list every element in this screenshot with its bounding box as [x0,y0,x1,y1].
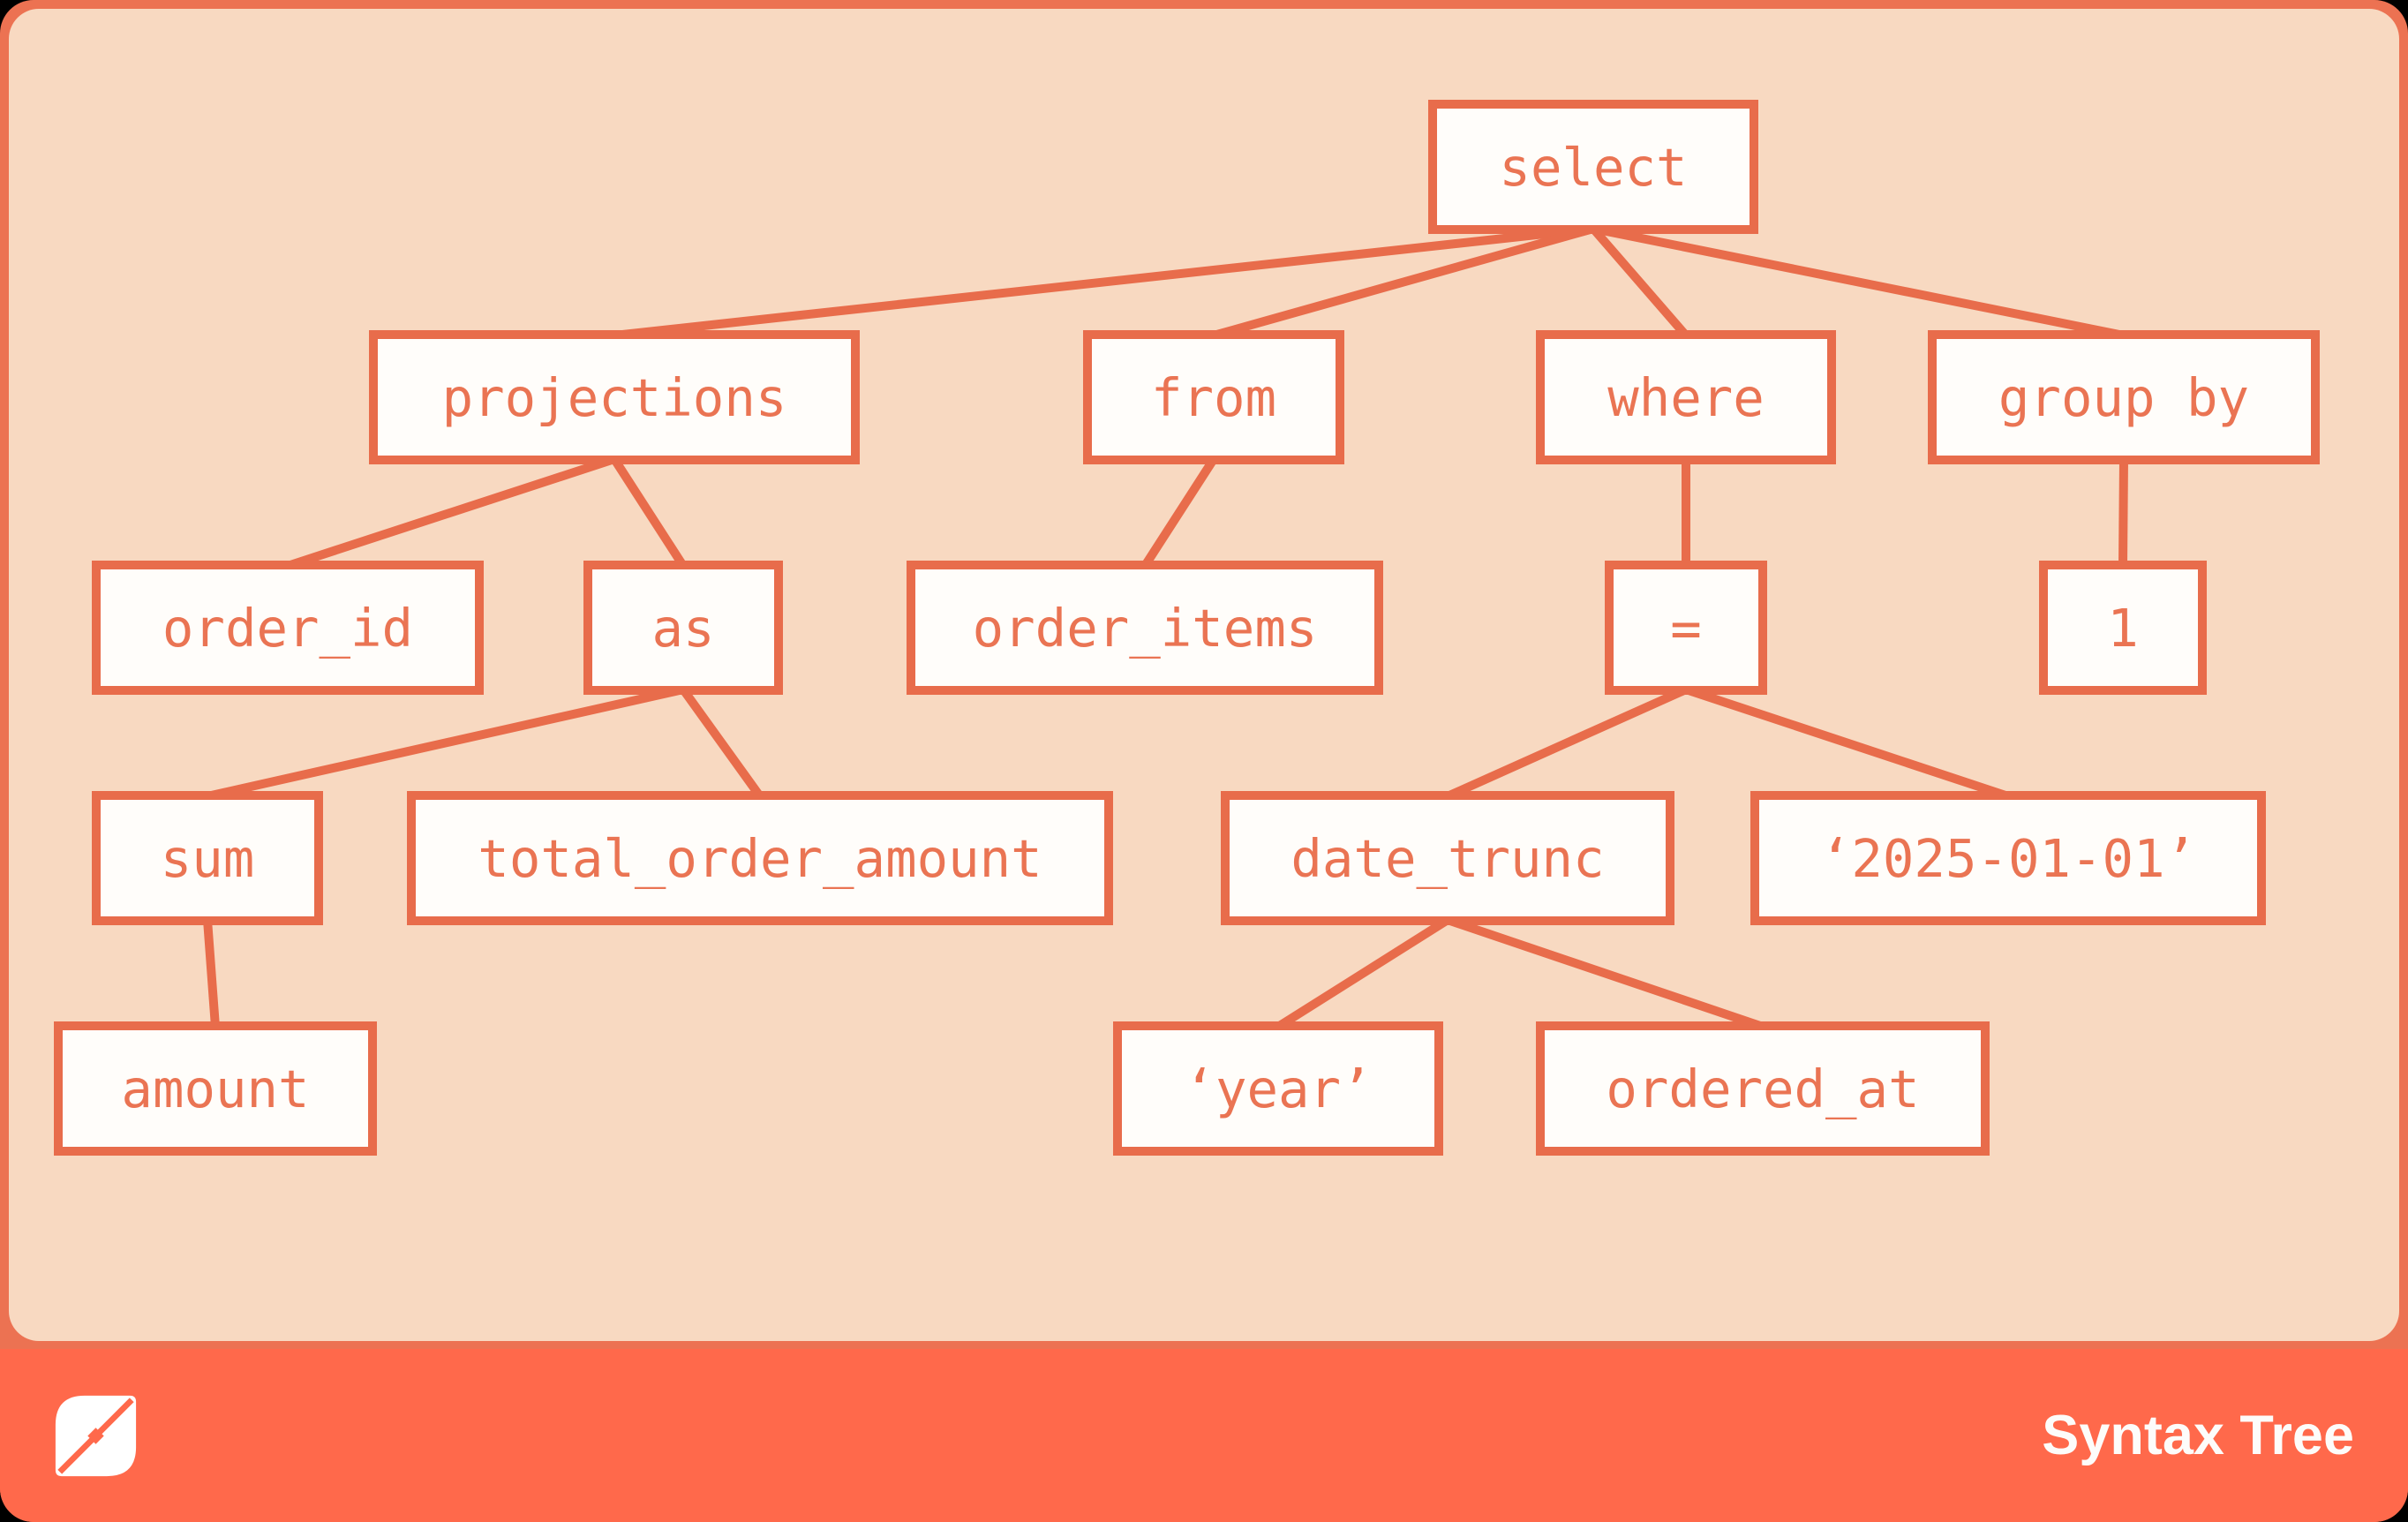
edge-eq-to-date_trunc [1445,685,1689,801]
edge-projections-to-as [610,456,688,569]
edge-eq-to-lit_2025_01_01 [1684,685,2010,801]
tree-node-total_order_amount: total_order_amount [407,791,1113,925]
edge-sum-to-amount [203,919,220,1028]
edge-date_trunc-to-ordered_at [1446,915,1765,1031]
edge-group_by-to-one [2118,458,2128,567]
edge-date_trunc-to-lit_year [1275,915,1450,1031]
edge-from-to-order_items [1140,456,1218,569]
footer-bar: Syntax Tree [0,1349,2408,1522]
tree-node-group_by: group by [1928,330,2320,464]
edge-select-to-from [1212,224,1595,340]
tree-node-select: select [1428,100,1758,234]
tree-node-date_trunc: date_trunc [1221,791,1674,925]
footer-brand-label: Syntax Tree [2042,1405,2354,1466]
tree-node-order_items: order_items [907,561,1383,695]
tree-node-from: from [1083,330,1344,464]
edge-select-to-projections [613,224,1594,340]
tree-node-one: 1 [2039,561,2207,695]
dbt-logo-icon [55,1395,137,1476]
edge-as-to-sum [206,685,685,801]
tree-node-ordered_at: ordered_at [1536,1021,1990,1156]
tree-node-amount: amount [54,1021,377,1156]
tree-node-eq: = [1605,561,1767,695]
edge-as-to-total_order_amount [679,687,764,799]
tree-node-projections: projections [369,330,860,464]
edge-select-to-group_by [1592,224,2125,340]
tree-node-order_id: order_id [92,561,484,695]
edge-select-to-where [1590,225,1689,339]
tree-node-where: where [1536,330,1836,464]
tree-node-as: as [583,561,783,695]
edge-projections-to-order_id [286,455,616,570]
tree-node-sum: sum [92,791,323,925]
tree-node-lit_2025_01_01: ‘2025-01-01’ [1750,791,2266,925]
tree-node-lit_year: ‘year’ [1113,1021,1443,1156]
